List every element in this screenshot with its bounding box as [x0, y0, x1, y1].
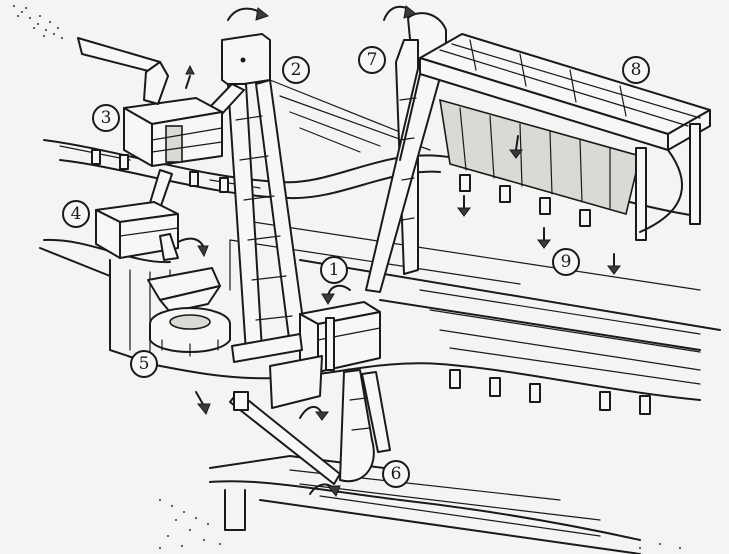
- elevator-7: [365, 12, 447, 293]
- bolter-8: [399, 33, 711, 241]
- lower-trough: [229, 333, 341, 485]
- stipple-texture-top: [13, 5, 63, 39]
- label-5-text: 5: [139, 354, 150, 374]
- label-4: 4: [62, 200, 90, 228]
- label-3-text: 3: [101, 108, 112, 128]
- bin-3: [77, 37, 223, 167]
- flow-arrows: [177, 5, 621, 497]
- flow-arrow-bolter: [515, 135, 519, 151]
- label-7-text: 7: [367, 50, 378, 70]
- label-8: 8: [622, 56, 650, 84]
- label-1-text: 1: [329, 260, 340, 280]
- label-9: 9: [552, 248, 580, 276]
- flow-arrow-into-3: [185, 75, 191, 89]
- label-2-text: 2: [291, 60, 302, 80]
- elevator-2: [221, 33, 307, 353]
- label-9-text: 9: [561, 252, 572, 272]
- label-4-text: 4: [71, 204, 82, 224]
- label-8-text: 8: [631, 60, 642, 80]
- label-1: 1: [320, 256, 348, 284]
- ground-floor: [159, 455, 681, 554]
- label-2: 2: [282, 56, 310, 84]
- bin-4: [95, 201, 179, 259]
- elevator-6: [339, 369, 391, 483]
- label-3: 3: [92, 104, 120, 132]
- label-5: 5: [130, 350, 158, 378]
- label-6-text: 6: [391, 464, 402, 484]
- millstone-5: [147, 233, 231, 357]
- label-6: 6: [382, 460, 410, 488]
- label-7: 7: [358, 46, 386, 74]
